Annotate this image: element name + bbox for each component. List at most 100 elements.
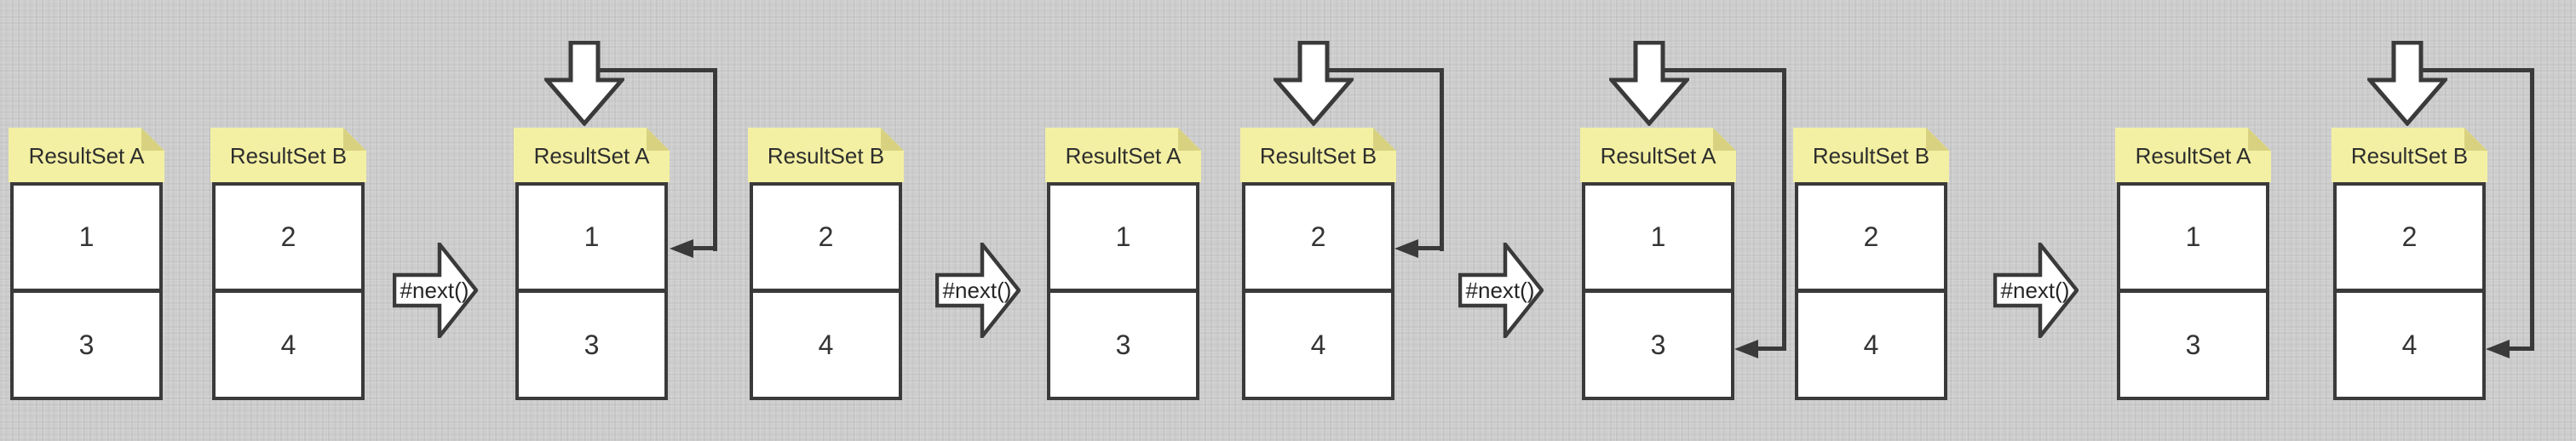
row-value: 1 [1115, 221, 1131, 252]
resultset-row: 2 [753, 186, 899, 293]
cursor-down-arrow-icon [1609, 41, 1689, 126]
cursor-pointer-arrowhead-icon [1734, 340, 1758, 358]
cursor-pointer-line-stub [1418, 246, 1444, 250]
resultset-card-b: ResultSet B 2 4 [1793, 128, 1949, 400]
resultset-row: 1 [1050, 186, 1196, 293]
cursor-pointer-line-vertical [1782, 68, 1786, 351]
row-value: 3 [1650, 329, 1666, 360]
resultset-row: 3 [1050, 293, 1196, 397]
resultset-row: 1 [14, 186, 159, 293]
next-call-arrow: #next() [1993, 243, 2079, 338]
cursor-pointer-line-horizontal [2419, 68, 2534, 72]
folded-corner-icon [2464, 128, 2487, 151]
next-call-label: #next() [400, 278, 469, 303]
cursor-pointer-arrowhead-icon [2486, 340, 2510, 358]
next-call-label: #next() [2001, 278, 2070, 303]
resultset-title: ResultSet B [1812, 143, 1930, 169]
resultset-row: 3 [1585, 293, 1731, 397]
folded-corner-icon [1713, 128, 1736, 151]
resultset-title: ResultSet B [2350, 143, 2469, 169]
row-value: 4 [280, 329, 296, 360]
resultset-title: ResultSet A [2135, 143, 2251, 169]
resultset-card-a: ResultSet A 1 3 [1045, 128, 1201, 400]
resultset-body: 1 3 [515, 182, 668, 400]
cursor-down-arrow-icon [1274, 41, 1354, 126]
cursor-pointer-line-stub [2510, 346, 2534, 351]
resultset-title: ResultSet B [1259, 143, 1377, 169]
cursor-pointer-line-vertical [2530, 68, 2534, 351]
row-value: 1 [584, 221, 600, 252]
resultset-tab: ResultSet A [2115, 128, 2271, 182]
row-value: 4 [818, 329, 834, 360]
resultset-card-b: ResultSet B 2 4 [210, 128, 366, 400]
cursor-pointer-line-vertical [1440, 68, 1444, 251]
resultset-row: 3 [2120, 293, 2266, 397]
resultset-card-a: ResultSet A 1 3 [1580, 128, 1736, 400]
resultset-body: 2 4 [2333, 182, 2486, 400]
cursor-pointer-arrowhead-icon [670, 239, 693, 258]
row-value: 4 [1863, 329, 1879, 360]
block-arrow-right-icon [1458, 243, 1544, 338]
resultset-tab: ResultSet A [514, 128, 670, 182]
resultset-body: 2 4 [1795, 182, 1947, 400]
block-arrow-right-icon [393, 243, 478, 338]
cursor-pointer-arrowhead-icon [1394, 239, 1418, 258]
row-value: 3 [1115, 329, 1131, 360]
resultset-tab: ResultSet B [1240, 128, 1396, 182]
resultset-card-b: ResultSet B 2 4 [2332, 128, 2487, 400]
next-call-arrow: #next() [1458, 243, 1544, 338]
resultset-tab: ResultSet B [1793, 128, 1949, 182]
cursor-pointer-line-horizontal [1325, 68, 1444, 72]
resultset-row: 2 [1245, 186, 1391, 293]
resultset-body: 2 4 [212, 182, 365, 400]
resultset-tab: ResultSet A [1580, 128, 1736, 182]
resultset-title: ResultSet B [229, 143, 348, 169]
block-arrow-right-icon [1993, 243, 2079, 338]
resultset-tab: ResultSet B [2332, 128, 2487, 182]
resultset-card-a: ResultSet A 1 3 [9, 128, 164, 400]
row-value: 4 [2401, 329, 2418, 360]
resultset-row: 1 [1585, 186, 1731, 293]
row-value: 3 [2185, 329, 2201, 360]
resultset-title: ResultSet A [1600, 143, 1716, 169]
resultset-row: 3 [519, 293, 664, 397]
next-call-arrow: #next() [935, 243, 1021, 338]
row-value: 1 [1650, 221, 1666, 252]
next-call-arrow: #next() [393, 243, 478, 338]
resultset-tab: ResultSet B [210, 128, 366, 182]
resultset-body: 1 3 [1582, 182, 1734, 400]
resultset-row: 4 [1245, 293, 1391, 397]
resultset-body: 2 4 [1242, 182, 1394, 400]
resultset-body: 1 3 [10, 182, 163, 400]
cursor-pointer-line-stub [1758, 346, 1786, 351]
resultset-title: ResultSet A [28, 143, 145, 169]
resultset-row: 4 [2337, 293, 2482, 397]
row-value: 2 [1310, 221, 1326, 252]
resultset-row: 1 [2120, 186, 2266, 293]
resultset-title: ResultSet A [1065, 143, 1182, 169]
row-value: 1 [78, 221, 95, 252]
cursor-down-arrow-icon [2367, 41, 2447, 126]
row-value: 2 [818, 221, 834, 252]
cursor-pointer-line-vertical [713, 68, 717, 251]
cursor-pointer-line-horizontal [596, 68, 717, 72]
resultset-title: ResultSet A [533, 143, 650, 169]
next-call-label: #next() [1466, 278, 1535, 303]
resultset-card-b: ResultSet B 2 4 [748, 128, 904, 400]
row-value: 1 [2185, 221, 2201, 252]
row-value: 3 [584, 329, 600, 360]
resultset-row: 2 [1798, 186, 1944, 293]
cursor-down-arrow-icon [544, 41, 624, 126]
folded-corner-icon [2248, 128, 2271, 151]
row-value: 2 [280, 221, 296, 252]
folded-corner-icon [343, 128, 366, 151]
resultset-row: 4 [216, 293, 361, 397]
row-value: 3 [78, 329, 95, 360]
resultset-body: 1 3 [1047, 182, 1199, 400]
resultset-card-a: ResultSet A 1 3 [514, 128, 670, 400]
resultset-tab: ResultSet A [1045, 128, 1201, 182]
resultset-row: 3 [14, 293, 159, 397]
resultset-card-b: ResultSet B 2 4 [1240, 128, 1396, 400]
folded-corner-icon [1373, 128, 1396, 151]
folded-corner-icon [881, 128, 904, 151]
